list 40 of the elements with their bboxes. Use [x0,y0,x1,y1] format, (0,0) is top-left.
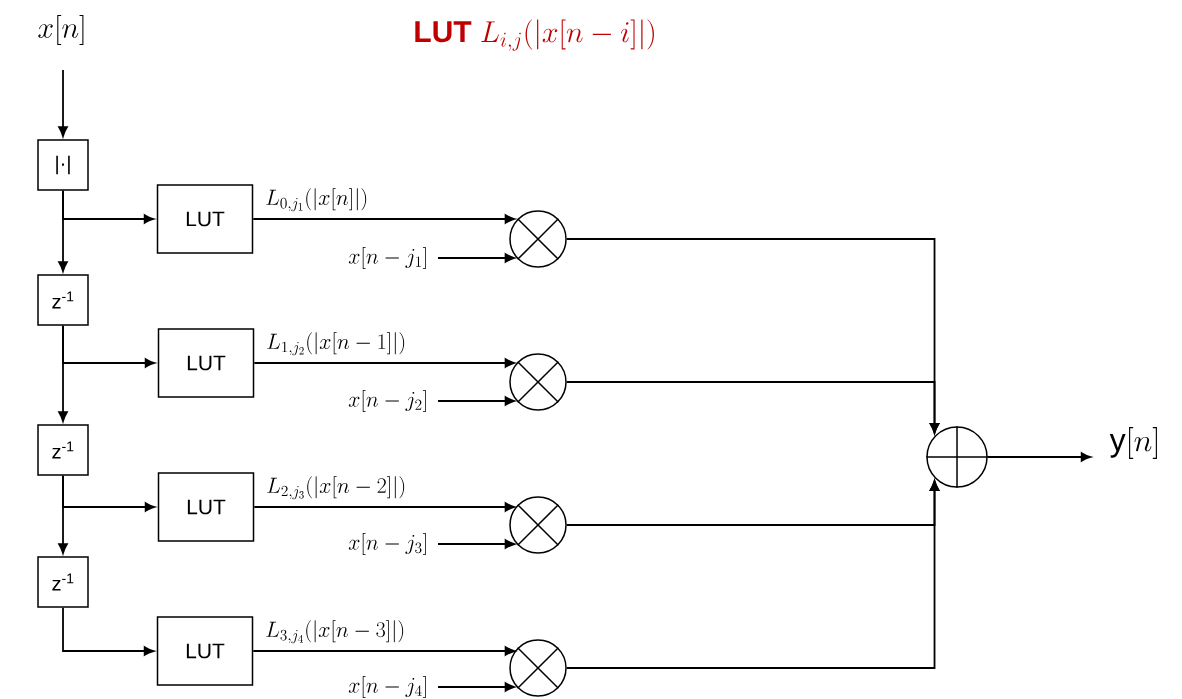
lut-box: LUT [157,328,255,398]
multiplier-symbol [509,353,567,411]
lut-box: LUT [157,472,255,542]
edge-label: $L_{2,j_3}(|x[n-2]|)$ [267,476,405,500]
edge-label: $L_{0,j_1}(|x[n]|)$ [266,188,367,212]
edge-label: $L_{3,j_4}(|x[n-3]|)$ [266,620,404,644]
signal-label: $\mathrm{y}[n]$ [1109,427,1157,459]
arrow [437,682,516,692]
arrow [253,358,516,368]
arrow [253,502,516,512]
adder-symbol [925,425,989,489]
arrow [252,646,516,656]
multiplier-symbol [509,639,567,697]
arrow [252,214,516,224]
signal-label: $x[n-j_4]$ [348,676,426,698]
delay-box: z$^{-1}$ [37,274,89,326]
signal-label: $x[n]$ [38,15,84,45]
signal-label: $x[n-j_2]$ [348,390,426,412]
arrow [437,253,516,263]
multiplier-symbol [509,210,567,268]
arrow [565,381,940,434]
arrow [437,539,516,549]
arrow [565,480,940,669]
lut-box: LUT [156,184,254,254]
arrow [58,474,68,554]
abs-box: |·| [37,139,89,191]
signal-label: $x[n-j_3]$ [348,533,426,555]
delay-box: z$^{-1}$ [37,424,89,476]
arrow [437,396,516,406]
arrow [58,324,68,422]
title: $\textbf{LUT}\ L_{i,j}(|x[n-i]|)$ [415,19,654,51]
arrow [62,606,155,656]
arrow [58,189,68,272]
arrow [986,452,1092,462]
lut-box: LUT [156,616,254,686]
signal-label: $x[n-j_1]$ [348,247,426,269]
edge-label: $L_{1,j_2}(|x[n-1]|)$ [267,332,405,356]
multiplier-symbol [509,496,567,554]
delay-box: z$^{-1}$ [37,556,89,608]
arrow [58,69,68,137]
